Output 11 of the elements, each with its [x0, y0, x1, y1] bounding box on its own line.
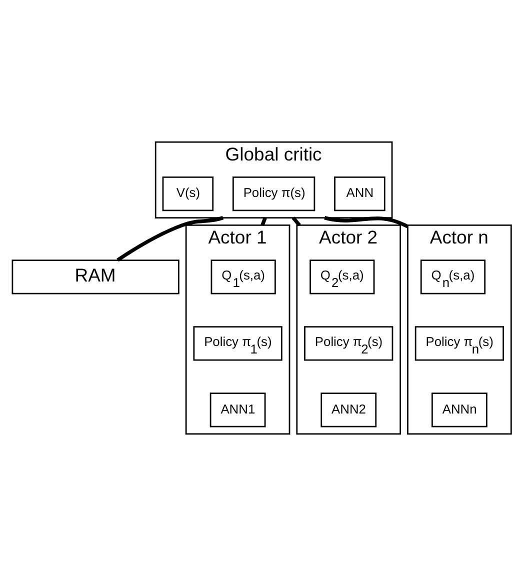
node-box: ANN1 — [210, 392, 266, 427]
node-box: ANNn — [432, 392, 488, 427]
connector — [116, 216, 224, 262]
connector — [292, 216, 301, 226]
connector — [260, 216, 267, 226]
node-box: V(s) — [162, 176, 214, 211]
connector — [324, 216, 409, 228]
node-box: RAM — [12, 259, 180, 294]
node-box: Policy π(s) — [232, 176, 316, 211]
node-box: ANN2 — [320, 392, 377, 427]
node-box: ANN — [334, 176, 386, 211]
